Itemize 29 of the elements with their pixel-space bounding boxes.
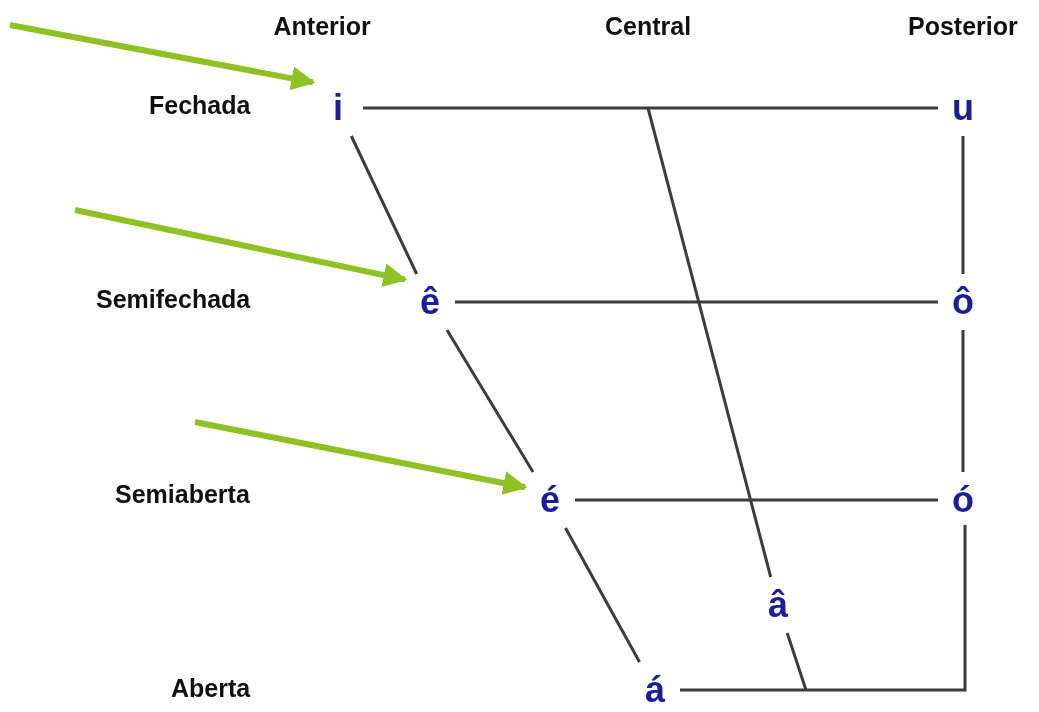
row-heading: Fechada xyxy=(149,93,251,118)
vowel-symbol: ó xyxy=(952,482,974,518)
row-heading: Semiaberta xyxy=(115,482,250,507)
row-heading: Semifechada xyxy=(96,287,251,312)
vowel-symbol: á xyxy=(645,672,665,708)
connector-line xyxy=(785,632,808,691)
connector-line xyxy=(961,136,965,274)
arrow xyxy=(194,419,528,495)
connector-line xyxy=(575,498,938,502)
vowel-symbol: u xyxy=(952,90,974,126)
vowel-symbol: é xyxy=(540,482,560,518)
vowel-symbol: â xyxy=(768,587,788,623)
arrow xyxy=(74,207,408,287)
column-heading: Central xyxy=(605,14,692,39)
connector-line xyxy=(961,330,965,472)
connector-line xyxy=(680,523,967,692)
vowel-symbol: ô xyxy=(952,284,974,320)
connector-line xyxy=(455,300,938,304)
vowel-symbol: i xyxy=(333,90,343,126)
connector-line xyxy=(349,135,419,275)
connector-line xyxy=(363,106,938,110)
connector-line xyxy=(646,107,773,578)
row-heading: Aberta xyxy=(171,676,251,701)
connector-line xyxy=(445,329,535,473)
arrow xyxy=(9,22,316,91)
column-heading: Posterior xyxy=(908,14,1018,39)
vowel-symbol: ê xyxy=(420,284,440,320)
connector-line xyxy=(564,527,641,663)
column-heading: Anterior xyxy=(273,14,371,39)
